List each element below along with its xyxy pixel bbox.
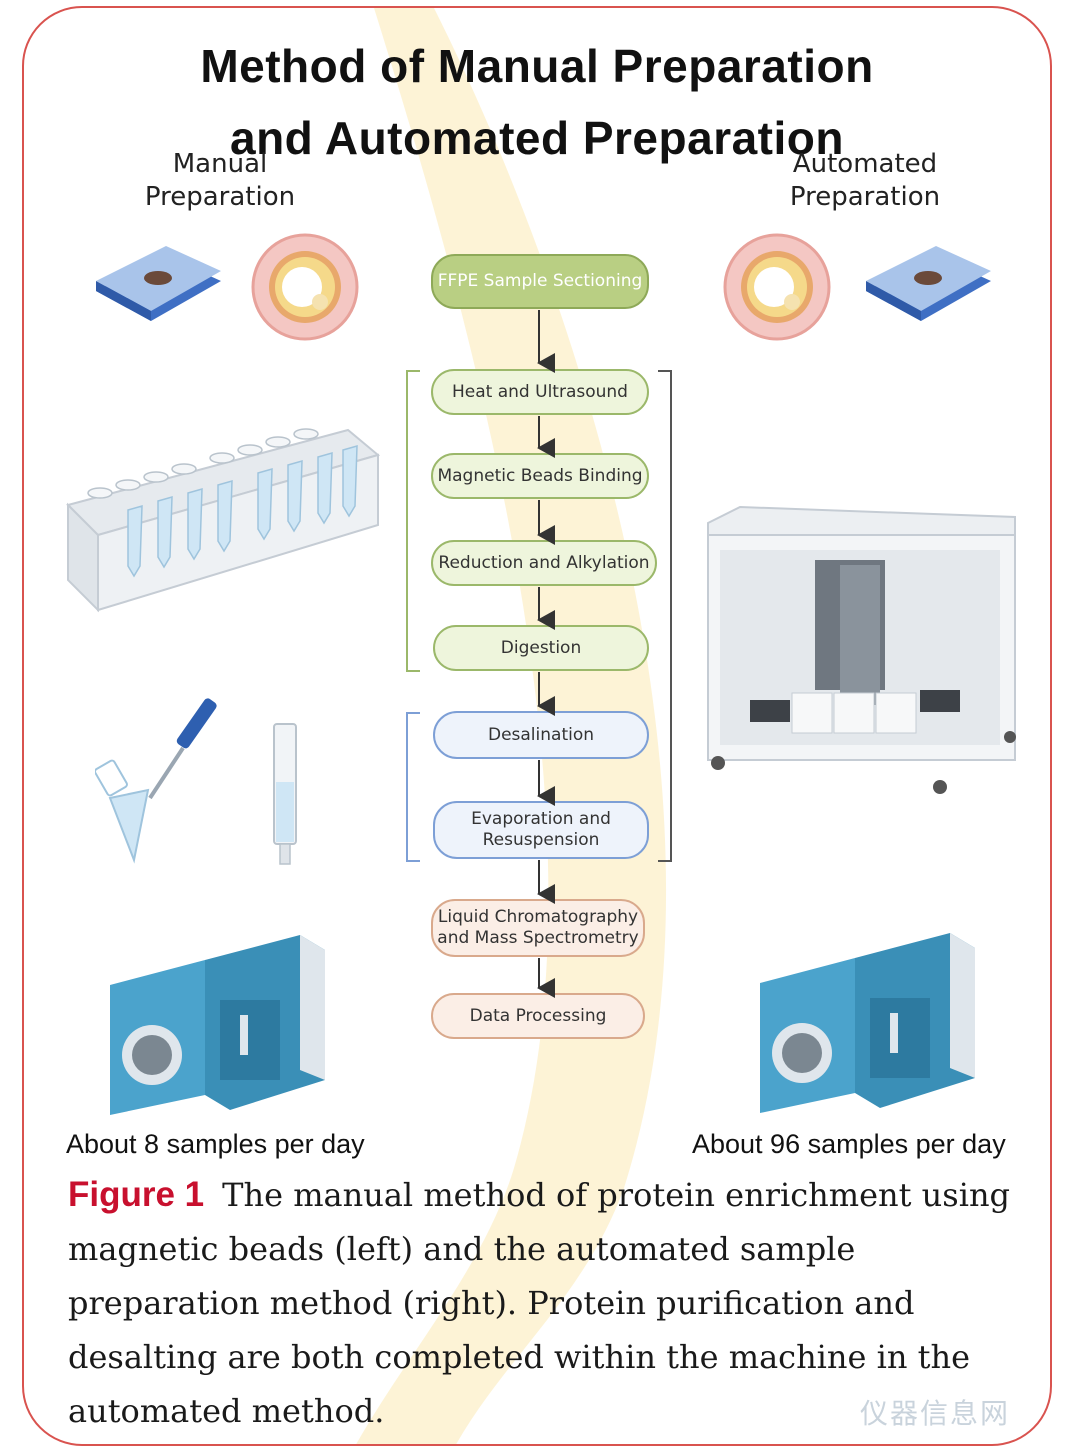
flow-step-processing: Data Processing [431, 993, 645, 1039]
caption-text: The manual method of protein enrichment … [68, 1176, 1011, 1430]
flow-step-ffpe: FFPE Sample Sectioning [431, 254, 649, 309]
tissue-section-icon [251, 233, 359, 341]
title-line-1: Method of Manual Preparation [200, 40, 874, 92]
automated-preparation-label: Automated Preparation [789, 149, 941, 212]
flow-step-lcms: Liquid Chromatography and Mass Spectrome… [431, 899, 645, 957]
manual-preparation-label: Manual Preparation [144, 149, 296, 212]
tube-rack-icon [66, 428, 381, 613]
mass-spectrometer-icon [110, 935, 325, 1115]
manual-throughput: About 8 samples per day [66, 1129, 365, 1159]
mass-spectrometer-icon [760, 933, 975, 1113]
manual-green-bracket [406, 370, 420, 672]
pipette-icon [95, 698, 217, 864]
microscope-slide-icon [866, 246, 991, 321]
background-ribbon [356, 8, 667, 1444]
automated-bracket [658, 370, 672, 862]
flow-arrows [537, 310, 555, 998]
automated-throughput: About 96 samples per day [692, 1129, 1006, 1159]
automated-workstation-icon [707, 505, 1016, 794]
watermark-logo: 仪器信息网 [860, 1397, 1011, 1430]
spin-column-icon [273, 723, 297, 865]
title-line-2: and Automated Preparation [230, 112, 844, 164]
flow-step-heat: Heat and Ultrasound [431, 369, 649, 415]
figure-title: Method of Manual Preparation and Automat… [24, 30, 1050, 174]
flow-step-evaporation: Evaporation and and Mass Spectrometry Re… [433, 801, 649, 859]
figure-label: Figure 1 [68, 1175, 205, 1214]
flow-step-beads: Magnetic Beads Binding [431, 453, 649, 499]
tissue-section-icon [723, 233, 831, 341]
manual-blue-bracket [406, 712, 420, 862]
microscope-slide-icon [96, 246, 221, 321]
